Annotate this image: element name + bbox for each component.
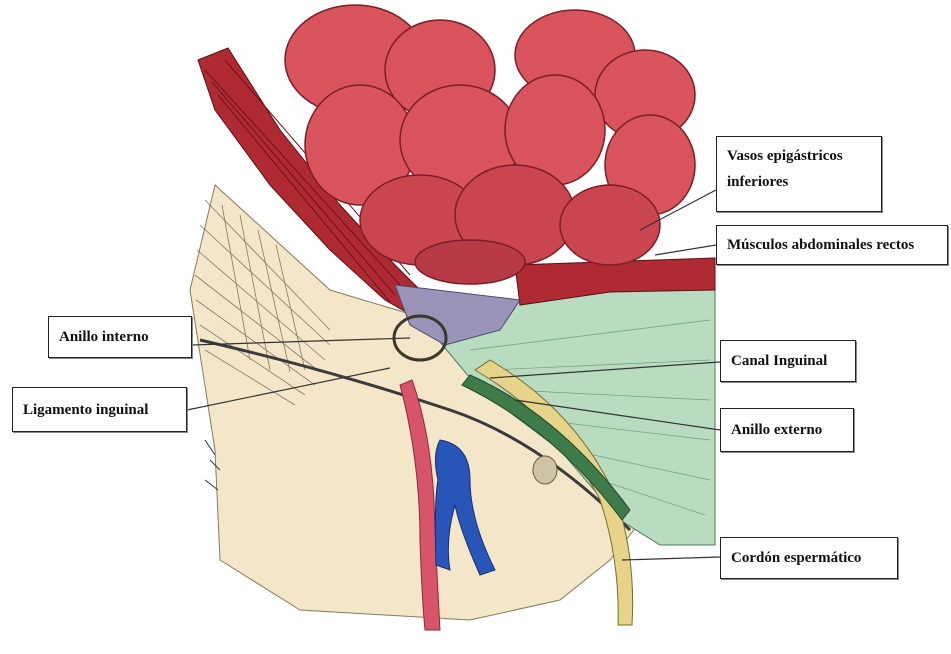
label-vasos-text: Vasos epigástricos inferiores: [727, 143, 843, 195]
leader-line-cordon: [622, 557, 720, 560]
label-anillo-externo-text: Anillo externo: [731, 417, 822, 443]
label-canal-inguinal: Canal Inguinal: [720, 340, 856, 382]
label-vasos-epigastricos: Vasos epigástricos inferiores: [716, 136, 882, 212]
label-musculos-abdominales: Músculos abdominales rectos: [716, 225, 948, 265]
label-anillo-interno: Anillo interno: [48, 316, 192, 358]
label-anillo-interno-text: Anillo interno: [59, 324, 149, 350]
label-vasos-line2: inferiores: [727, 174, 788, 190]
label-anillo-externo: Anillo externo: [720, 408, 854, 452]
label-ligamento-text: Ligamento inguinal: [23, 397, 148, 423]
leader-line-musculos: [655, 245, 716, 255]
lymph-node: [533, 456, 557, 484]
label-ligamento-inguinal: Ligamento inguinal: [12, 387, 187, 432]
label-vasos-line1: Vasos epigástricos: [727, 148, 843, 164]
label-musculos-text: Músculos abdominales rectos: [727, 232, 914, 258]
label-canal-text: Canal Inguinal: [731, 348, 827, 374]
label-cordon-espermatico: Cordón espermático: [720, 537, 898, 579]
label-cordon-text: Cordón espermático: [731, 545, 861, 571]
